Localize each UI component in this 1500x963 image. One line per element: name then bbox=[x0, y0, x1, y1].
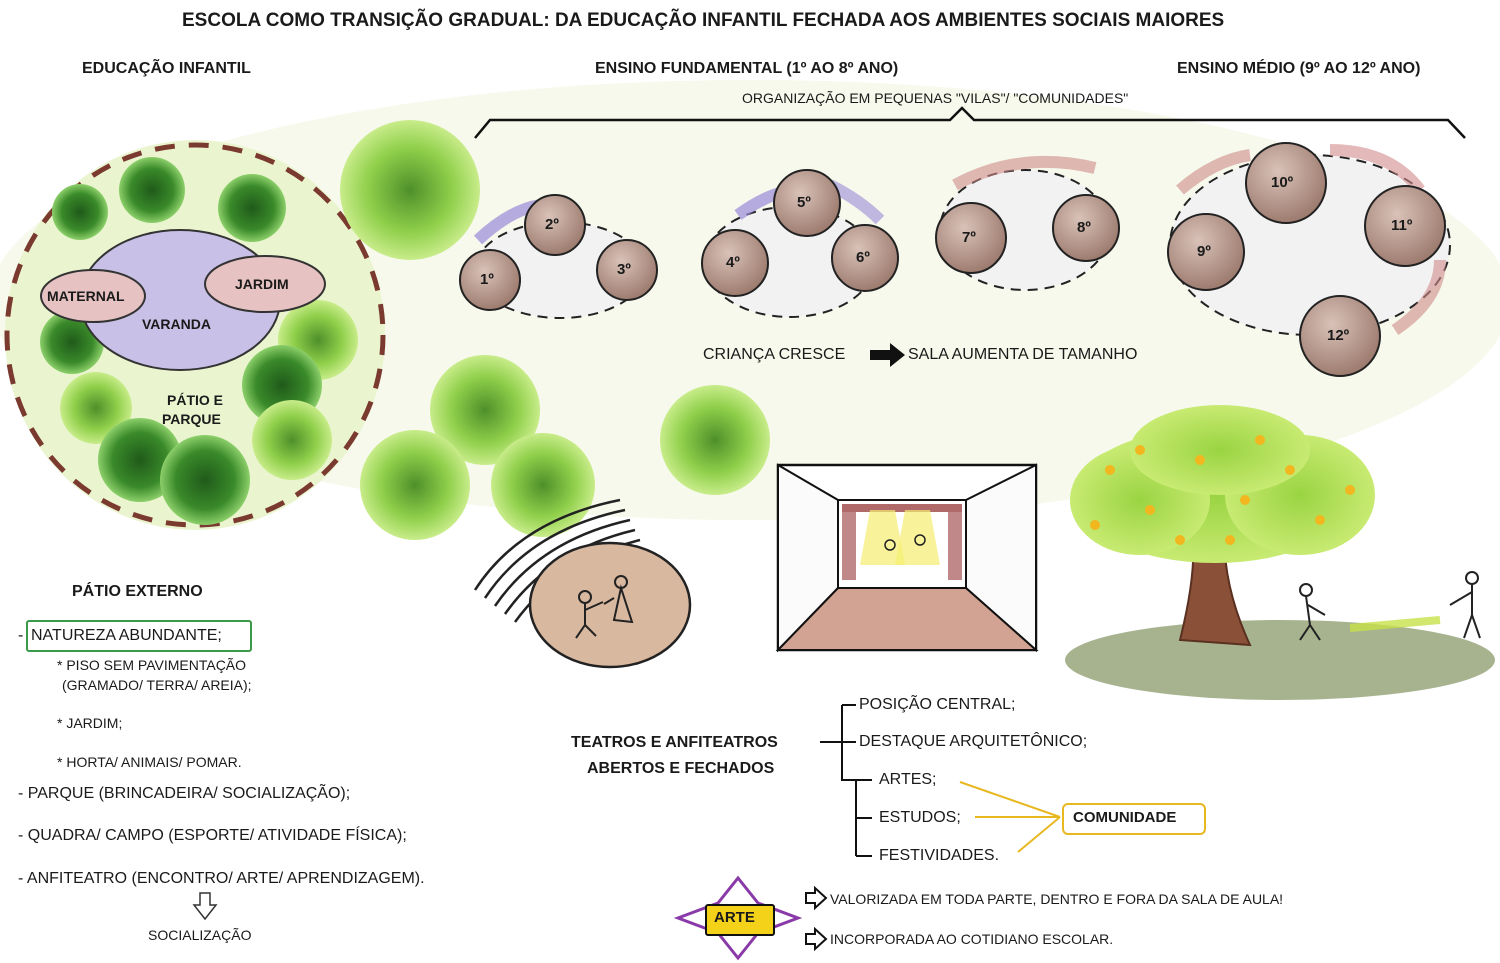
classroom-6-label: 6º bbox=[856, 249, 870, 266]
patio-sub-4: * HORTA/ ANIMAIS/ POMAR. bbox=[57, 754, 242, 770]
amphitheatre-drawing bbox=[473, 498, 692, 669]
arte-line-1: VALORIZADA EM TODA PARTE, DENTRO E FORA … bbox=[830, 891, 1284, 907]
jardim-label: JARDIM bbox=[235, 276, 289, 292]
branch-posicao: POSIÇÃO CENTRAL; bbox=[859, 696, 1016, 713]
patio-externo-title: PÁTIO EXTERNO bbox=[72, 583, 203, 600]
arte-label: ARTE bbox=[714, 909, 755, 926]
down-arrow-icon bbox=[192, 892, 218, 921]
header-fundamental: ENSINO FUNDAMENTAL (1º AO 8º ANO) bbox=[595, 60, 899, 77]
patio-label-2: PARQUE bbox=[162, 411, 221, 427]
branch-estudos: ESTUDOS; bbox=[879, 809, 961, 826]
arrow-right-icon-2 bbox=[805, 926, 828, 952]
patio-label-1: PÁTIO E bbox=[167, 392, 224, 408]
classroom-circles bbox=[459, 142, 1446, 377]
branch-destaque: DESTAQUE ARQUITETÔNICO; bbox=[859, 733, 1088, 750]
comunidade-box bbox=[1062, 803, 1206, 835]
comunidade-connectors bbox=[959, 781, 1061, 853]
header-infantil: EDUCAÇÃO INFANTIL bbox=[82, 60, 251, 77]
classroom-2-label: 2º bbox=[545, 216, 559, 233]
classroom-1-label: 1º bbox=[480, 271, 494, 288]
arrow-right-icon-1 bbox=[805, 885, 828, 911]
vilas-bracket bbox=[474, 106, 1466, 139]
classroom-9-label: 9º bbox=[1197, 243, 1211, 260]
big-tree-drawing bbox=[1065, 405, 1495, 700]
teatros-title-1: TEATROS E ANFITEATROS bbox=[571, 734, 778, 751]
growth-right-label: SALA AUMENTA DE TAMANHO bbox=[908, 346, 1138, 363]
socializacao-label: SOCIALIZAÇÃO bbox=[148, 927, 252, 943]
teatros-title-2: ABERTOS E FECHADOS bbox=[587, 760, 775, 777]
classroom-8-label: 8º bbox=[1077, 219, 1091, 236]
arte-line-2: INCORPORADA AO COTIDIANO ESCOLAR. bbox=[830, 931, 1114, 947]
branch-artes: ARTES; bbox=[879, 771, 937, 788]
classroom-12-label: 12º bbox=[1327, 327, 1350, 344]
natureza-prefix: - bbox=[18, 627, 24, 644]
classroom-7-label: 7º bbox=[962, 229, 976, 246]
infantil-trees bbox=[40, 157, 358, 525]
natureza-label: NATUREZA ABUNDANTE; bbox=[31, 627, 222, 644]
patio-sub-2: (GRAMADO/ TERRA/ AREIA); bbox=[62, 677, 252, 693]
growth-left-label: CRIANÇA CRESCE bbox=[703, 346, 846, 363]
maternal-label: MATERNAL bbox=[47, 288, 125, 304]
jardim-shape bbox=[204, 255, 326, 313]
patio-item-parque: - PARQUE (BRINCADEIRA/ SOCIALIZAÇÃO); bbox=[18, 785, 351, 802]
infantil-fence bbox=[4, 142, 386, 528]
vilas-label: ORGANIZAÇÃO EM PEQUENAS "VILAS"/ "COMUNI… bbox=[742, 90, 1129, 106]
classroom-4-label: 4º bbox=[726, 254, 740, 271]
branch-festividades: FESTIVIDADES. bbox=[879, 847, 1000, 864]
maternal-shape bbox=[40, 269, 146, 323]
page-title: ESCOLA COMO TRANSIÇÃO GRADUAL: DA EDUCAÇ… bbox=[182, 10, 1225, 31]
natureza-highlight-box bbox=[26, 620, 252, 652]
growth-arrow-icon bbox=[870, 343, 905, 367]
patio-item-anfiteatro: - ANFITEATRO (ENCONTRO/ ARTE/ APRENDIZAG… bbox=[18, 870, 425, 887]
varanda-label: VARANDA bbox=[142, 316, 211, 332]
teatros-connectors bbox=[820, 704, 872, 857]
classroom-10-label: 10º bbox=[1271, 174, 1294, 191]
theatre-drawing bbox=[775, 463, 1039, 653]
classroom-3-label: 3º bbox=[617, 261, 631, 278]
patio-sub-3: * JARDIM; bbox=[57, 715, 123, 731]
patio-item-quadra: - QUADRA/ CAMPO (ESPORTE/ ATIVIDADE FÍSI… bbox=[18, 827, 407, 844]
classroom-11-label: 11º bbox=[1391, 217, 1413, 234]
header-medio: ENSINO MÉDIO (9º AO 12º ANO) bbox=[1177, 60, 1421, 77]
arte-box bbox=[705, 904, 775, 936]
comunidade-label: COMUNIDADE bbox=[1073, 809, 1177, 826]
patio-sub-1: * PISO SEM PAVIMENTAÇÃO bbox=[57, 657, 247, 673]
middle-trees bbox=[340, 120, 770, 540]
classroom-5-label: 5º bbox=[797, 194, 811, 211]
